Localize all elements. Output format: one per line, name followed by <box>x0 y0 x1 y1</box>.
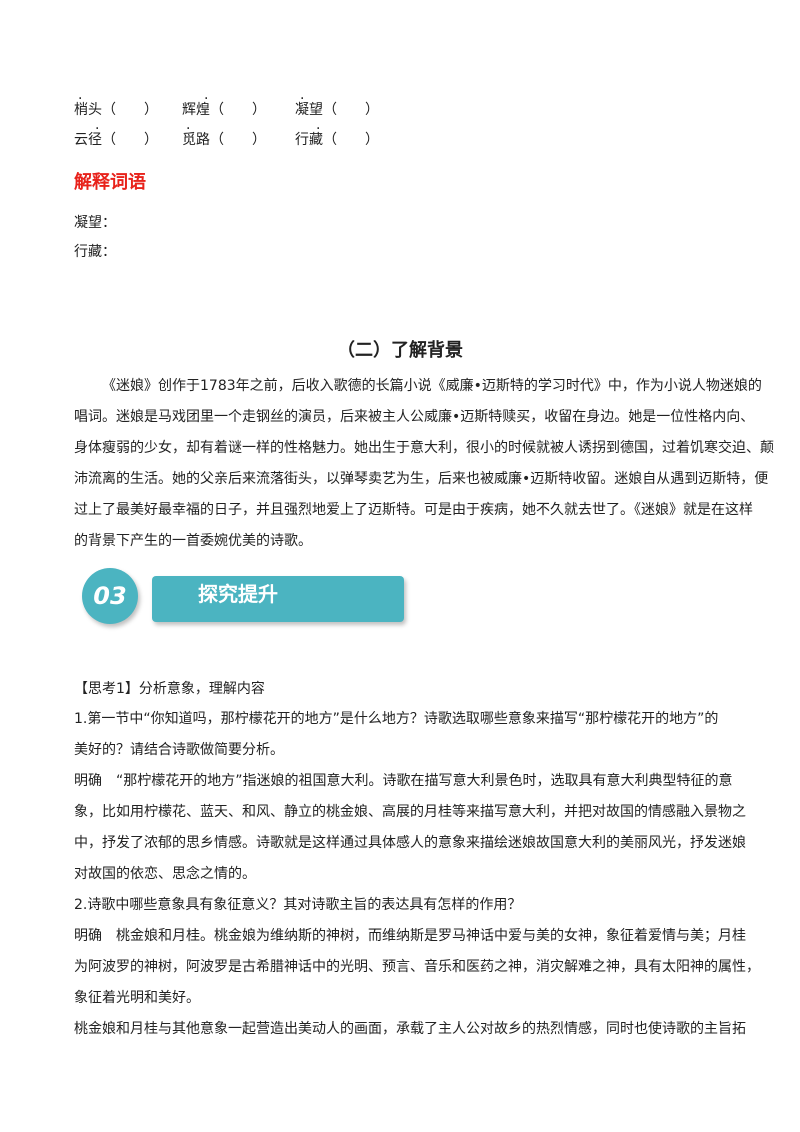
pron-item-3: 凝望（ ） <box>295 102 379 118</box>
section-number: 03 <box>82 568 138 624</box>
background-line: 过上了最美好最幸福的日子，并且强烈地爱上了迈斯特。可是由于疾病，她不久就去世了。… <box>74 502 753 518</box>
explore-body: 1.第一节中“你知道吗，那柠檬花开的地方”是什么地方？诗歌选取哪些意象来描写“那… <box>74 704 760 1045</box>
background-line: 《迷娘》创作于1783年之前，后收入歌德的长篇小说《威廉•迈斯特的学习时代》中，… <box>102 378 762 394</box>
explore-line: 明确 桃金娘和月桂。桃金娘为维纳斯的神树，而维纳斯是罗马神话中爱与美的女神，象征… <box>74 928 746 944</box>
explore-line: 象征着光明和美好。 <box>74 990 200 1006</box>
explain-heading: 解释词语 <box>74 172 146 193</box>
explore-line: 2.诗歌中哪些意象具有象征意义？其对诗歌主旨的表达具有怎样的作用？ <box>74 897 522 913</box>
emphasis-dot: · <box>78 91 83 107</box>
explore-line: 中，抒发了浓郁的思乡情感。诗歌就是这样通过具体感人的意象来描绘迷娘故国意大利的美… <box>74 835 746 851</box>
pron-item-2: 辉煌（ ） <box>182 102 266 118</box>
pron-item-5: 觅路（ ） <box>182 132 266 148</box>
think-heading: 【思考1】分析意象，理解内容 <box>74 681 265 697</box>
background-title: （二）了解背景 <box>337 340 463 361</box>
emphasis-dot: · <box>300 91 305 107</box>
explore-line: 明确 “那柠檬花开的地方”指迷娘的祖国意大利。诗歌在描写意大利景色时，选取具有意… <box>74 773 733 789</box>
explore-line: 对故国的依恋、思念之情的。 <box>74 866 256 882</box>
section-badge-bar <box>152 576 404 622</box>
explore-line: 象，比如用柠檬花、蓝天、和风、静立的桃金娘、高展的月桂等来描写意大利，并把对故国… <box>74 804 746 820</box>
explain-item-ningwang: 凝望： <box>74 215 116 231</box>
explore-line: 美好的？请结合诗歌做简要分析。 <box>74 742 284 758</box>
pron-item-4: 云径（ ） <box>74 132 158 148</box>
pron-item-1: 梢头（ ） <box>74 102 158 118</box>
background-line: 身体瘦弱的少女，却有着谜一样的性格魅力。她出生于意大利，很小的时候就被人诱拐到德… <box>74 440 774 456</box>
explore-line: 1.第一节中“你知道吗，那柠檬花开的地方”是什么地方？诗歌选取哪些意象来描写“那… <box>74 711 719 727</box>
emphasis-dot: · <box>186 121 191 137</box>
pron-item-6: 行藏（ ） <box>295 132 379 148</box>
emphasis-dot: · <box>316 121 321 137</box>
emphasis-dot: · <box>204 91 209 107</box>
explore-line: 桃金娘和月桂与其他意象一起营造出美动人的画面，承载了主人公对故乡的热烈情感，同时… <box>74 1021 746 1037</box>
emphasis-dot: · <box>95 121 100 137</box>
explore-line: 为阿波罗的神树，阿波罗是古希腊神话中的光明、预言、音乐和医药之神，消灾解难之神，… <box>74 959 760 975</box>
section-badge: 03 探究提升 <box>74 568 404 630</box>
section-badge-label: 探究提升 <box>198 582 278 606</box>
background-line: 沛流离的生活。她的父亲后来流落街头，以弹琴卖艺为生，后来也被威廉•迈斯特收留。迷… <box>74 471 769 487</box>
background-paragraph: 《迷娘》创作于1783年之前，后收入歌德的长篇小说《威廉•迈斯特的学习时代》中，… <box>74 371 774 557</box>
background-line: 的背景下产生的一首委婉优美的诗歌。 <box>74 533 312 549</box>
explain-item-xingcang: 行藏： <box>74 244 116 260</box>
background-line: 唱词。迷娘是马戏团里一个走钢丝的演员，后来被主人公威廉•迈斯特赎买，收留在身边。… <box>74 409 755 425</box>
